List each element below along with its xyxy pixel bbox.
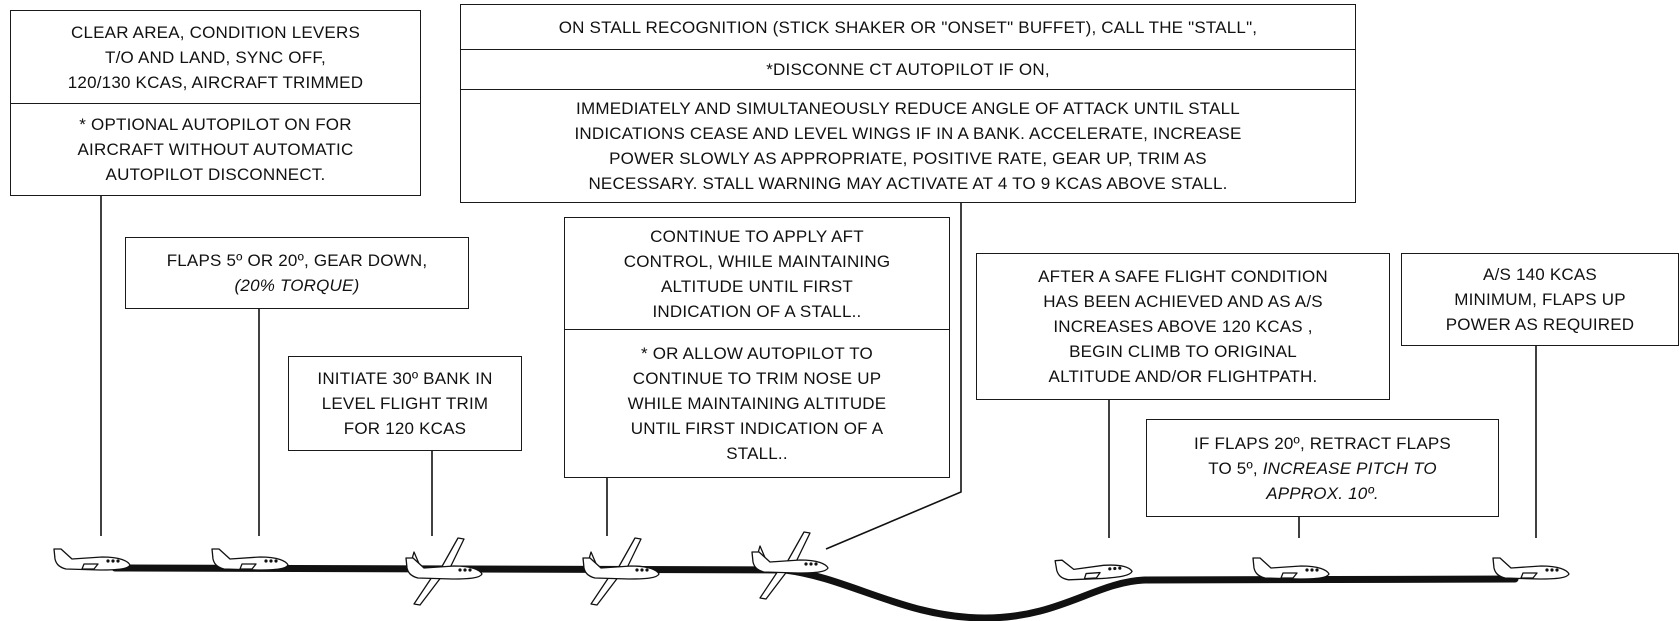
callout-retract-flaps: IF FLAPS 20º, RETRACT FLAPS TO 5º, INCRE… — [1146, 419, 1499, 517]
callout-retract-line3: APPROX. 10º. — [1266, 481, 1379, 506]
callout-start-autopilot-note: * OPTIONAL AUTOPILOT ON FOR AIRCRAFT WIT… — [11, 103, 420, 195]
aircraft-banked-icon — [583, 538, 659, 605]
callout-start: CLEAR AREA, CONDITION LEVERS T/O AND LAN… — [10, 10, 421, 196]
callout-retract-line1: IF FLAPS 20º, RETRACT FLAPS — [1194, 431, 1451, 456]
callout-final-text: A/S 140 KCAS MINIMUM, FLAPS UP POWER AS … — [1402, 254, 1678, 345]
aircraft-level-icon — [1493, 558, 1569, 579]
callout-flaps: FLAPS 5º OR 20º, GEAR DOWN, (20% TORQUE) — [125, 237, 469, 309]
callout-recognition-recovery: IMMEDIATELY AND SIMULTANEOUSLY REDUCE AN… — [461, 89, 1355, 202]
callout-retract-line2b: INCREASE PITCH TO — [1263, 459, 1437, 478]
callout-safe-flight-text: AFTER A SAFE FLIGHT CONDITION HAS BEEN A… — [977, 254, 1389, 399]
callout-aft-control: CONTINUE TO APPLY AFT CONTROL, WHILE MAI… — [564, 217, 950, 478]
callout-start-setup: CLEAR AREA, CONDITION LEVERS T/O AND LAN… — [11, 11, 420, 103]
callout-recognition-call-stall: ON STALL RECOGNITION (STICK SHAKER OR "O… — [461, 5, 1355, 49]
callout-flaps-torque: (20% TORQUE) — [235, 273, 360, 298]
callout-recognition-disconnect-autopilot: *DISCONNE CT AUTOPILOT IF ON, — [461, 49, 1355, 89]
callout-final: A/S 140 KCAS MINIMUM, FLAPS UP POWER AS … — [1401, 253, 1679, 346]
callout-flaps-line1: FLAPS 5º OR 20º, GEAR DOWN, — [167, 248, 428, 273]
callout-safe-flight: AFTER A SAFE FLIGHT CONDITION HAS BEEN A… — [976, 253, 1390, 400]
callout-bank: INITIATE 30º BANK IN LEVEL FLIGHT TRIM F… — [288, 356, 522, 451]
callout-stall-recognition: ON STALL RECOGNITION (STICK SHAKER OR "O… — [460, 4, 1356, 203]
callout-aft-control-autopilot-note: * OR ALLOW AUTOPILOT TO CONTINUE TO TRIM… — [565, 329, 949, 477]
aircraft-level-icon — [54, 549, 130, 570]
aircraft-level-icon — [212, 549, 288, 570]
aircraft-banked-icon — [406, 538, 482, 605]
callout-retract-line2a: TO 5º, — [1208, 459, 1263, 478]
aircraft-climb-icon — [1055, 555, 1132, 581]
callout-aft-control-main: CONTINUE TO APPLY AFT CONTROL, WHILE MAI… — [565, 218, 949, 329]
callout-bank-text: INITIATE 30º BANK IN LEVEL FLIGHT TRIM F… — [289, 357, 521, 450]
aircraft-level-icon — [1253, 558, 1329, 579]
aircraft-banked-icon — [752, 532, 828, 599]
